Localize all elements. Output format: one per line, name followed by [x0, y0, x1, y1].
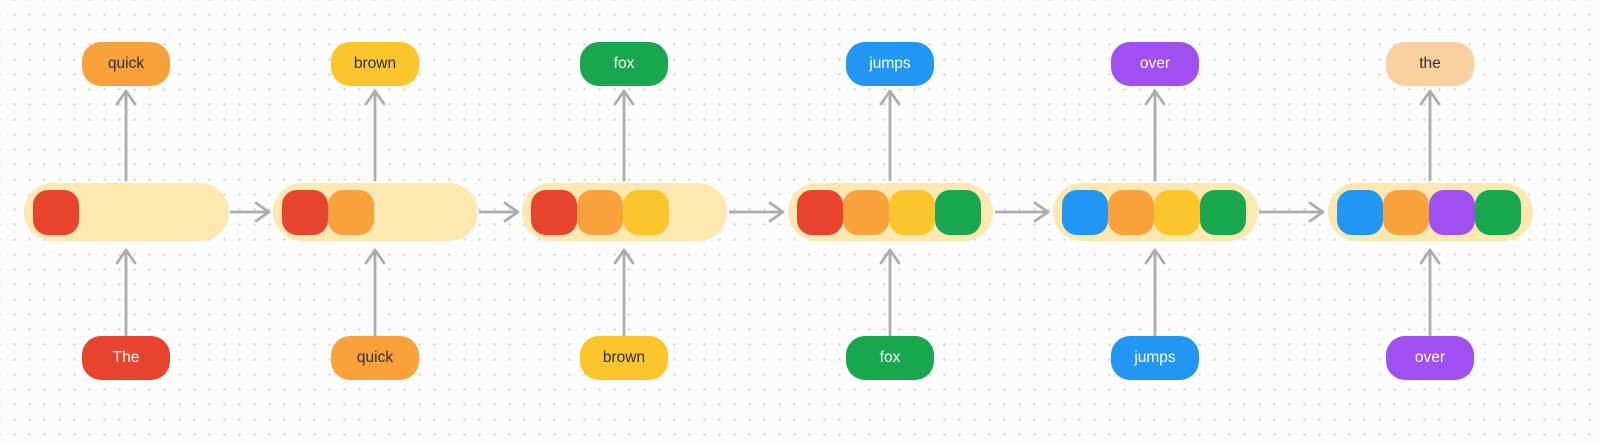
right-arrow-icon [479, 201, 520, 223]
up-arrow-icon [115, 248, 137, 337]
input-token-pill: The [82, 336, 170, 380]
state-token-cell [530, 189, 577, 235]
output-token-pill: brown [331, 42, 419, 86]
state-token-cell [281, 189, 328, 235]
up-arrow-icon [613, 248, 635, 337]
hidden-state-container [1327, 183, 1533, 241]
up-arrow-icon [1419, 248, 1441, 337]
state-token-cell [842, 189, 889, 235]
state-token-cell [1382, 189, 1429, 235]
output-token-pill: over [1111, 42, 1199, 86]
state-token-cell [1153, 189, 1200, 235]
up-arrow-icon [613, 89, 635, 182]
hidden-state-container [521, 183, 727, 241]
state-token-cell [622, 189, 669, 235]
state-token-cell [576, 189, 623, 235]
state-token-cell [1061, 189, 1108, 235]
right-arrow-icon [230, 201, 271, 223]
hidden-state-container [1052, 183, 1258, 241]
state-token-cell [888, 189, 935, 235]
up-arrow-icon [1144, 248, 1166, 337]
up-arrow-icon [115, 89, 137, 182]
output-token-pill: quick [82, 42, 170, 86]
state-token-cell [32, 189, 79, 235]
state-token-cell [1474, 189, 1521, 235]
hidden-state-container [23, 183, 229, 241]
hidden-state-container [787, 183, 993, 241]
right-arrow-icon [729, 201, 785, 223]
output-token-pill: the [1386, 42, 1474, 86]
timestep-4: jumps fox [787, 0, 993, 446]
input-token-pill: over [1386, 336, 1474, 380]
state-token-cell [327, 189, 374, 235]
state-token-cell [796, 189, 843, 235]
timestep-6: the over [1327, 0, 1533, 446]
up-arrow-icon [364, 248, 386, 337]
up-arrow-icon [1144, 89, 1166, 182]
up-arrow-icon [1419, 89, 1441, 182]
timestep-2: brown quick [272, 0, 478, 446]
up-arrow-icon [879, 248, 901, 337]
up-arrow-icon [364, 89, 386, 182]
input-token-pill: quick [331, 336, 419, 380]
output-token-pill: fox [580, 42, 668, 86]
hidden-state-container [272, 183, 478, 241]
output-token-pill: jumps [846, 42, 934, 86]
up-arrow-icon [879, 89, 901, 182]
state-token-cell [1336, 189, 1383, 235]
timestep-3: fox brown [521, 0, 727, 446]
timestep-1: quick The [23, 0, 229, 446]
state-token-cell [1107, 189, 1154, 235]
state-token-cell [1428, 189, 1475, 235]
state-token-cell [934, 189, 981, 235]
state-token-cell [1199, 189, 1246, 235]
right-arrow-icon [1259, 201, 1325, 223]
input-token-pill: brown [580, 336, 668, 380]
timestep-5: over jumps [1052, 0, 1258, 446]
right-arrow-icon [995, 201, 1050, 223]
input-token-pill: fox [846, 336, 934, 380]
input-token-pill: jumps [1111, 336, 1199, 380]
